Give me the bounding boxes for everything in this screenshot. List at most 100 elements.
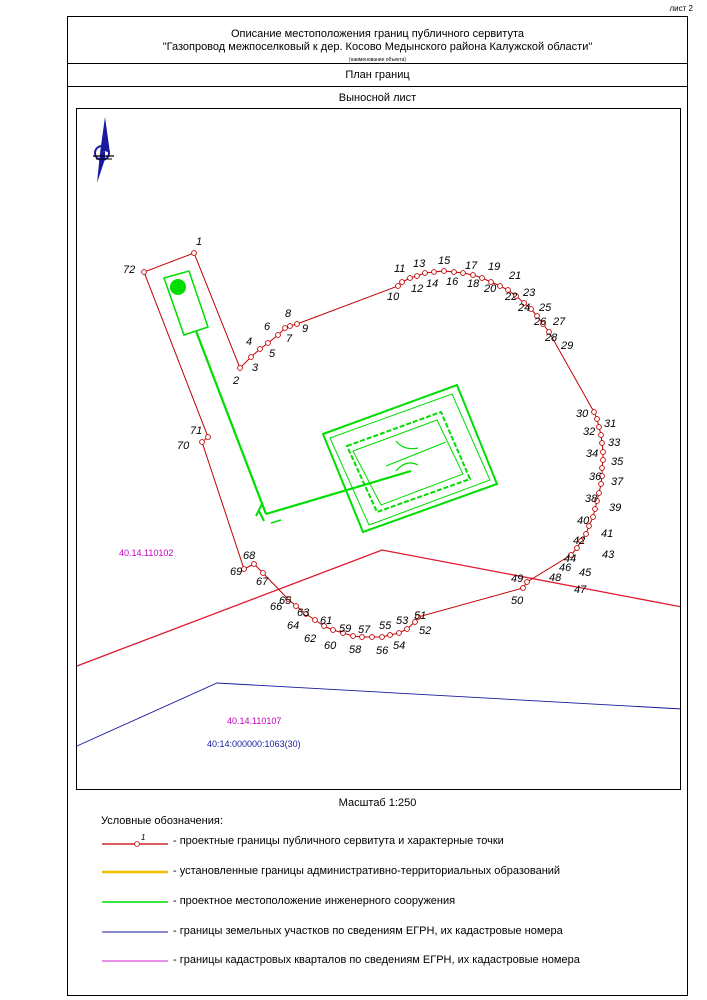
- point-label: 29: [560, 340, 573, 352]
- header-divider: [67, 63, 688, 64]
- point-label: 40: [577, 515, 590, 527]
- characteristic-point: [303, 611, 309, 617]
- point-label: 45: [579, 567, 592, 579]
- point-label: 11: [394, 263, 405, 275]
- legend-item-parcels: - границы земельных участков по сведения…: [100, 924, 660, 940]
- engineering-line-icon: [102, 901, 168, 903]
- characteristic-point: [479, 275, 485, 281]
- characteristic-point: [594, 416, 600, 422]
- point-label: 69: [230, 566, 242, 578]
- characteristic-point: [524, 579, 530, 585]
- legend-text-engineering: - проектное местоположение инженерного с…: [173, 895, 456, 907]
- point-label: 57: [358, 624, 371, 636]
- characteristic-point: [600, 457, 606, 463]
- characteristic-point: [340, 630, 346, 636]
- map-scale: Масштаб 1:250: [338, 797, 417, 809]
- legend-text-quarters: - границы кадастровых кварталов по сведе…: [173, 954, 580, 966]
- characteristic-point: [379, 634, 385, 640]
- characteristic-point: [330, 627, 336, 633]
- point-label: 26: [533, 316, 547, 328]
- characteristic-point: [520, 585, 526, 591]
- point-label: 27: [552, 316, 566, 328]
- point-label: 18: [467, 278, 480, 290]
- characteristic-point: [497, 283, 503, 289]
- characteristic-point: [260, 570, 266, 576]
- characteristic-point: [237, 365, 243, 371]
- point-label: 51: [414, 610, 426, 622]
- characteristic-point: [404, 626, 410, 632]
- characteristic-point: [285, 596, 291, 602]
- parcel-line-icon: [102, 931, 168, 933]
- characteristic-point: [540, 321, 546, 327]
- characteristic-point: [568, 552, 574, 558]
- point-label: 14: [426, 278, 438, 290]
- point-label: 21: [508, 270, 521, 282]
- parcel-label: 40:14:000000:1063(30): [207, 739, 301, 749]
- point-label: 63: [297, 607, 310, 619]
- characteristic-point: [591, 409, 597, 415]
- characteristic-point: [598, 432, 604, 438]
- characteristic-point: [395, 283, 401, 289]
- characteristic-points: [141, 250, 606, 640]
- characteristic-point: [600, 449, 606, 455]
- page-frame: [67, 16, 688, 996]
- point-label: 59: [339, 623, 351, 635]
- point-label: 16: [446, 276, 459, 288]
- characteristic-point: [460, 270, 466, 276]
- characteristic-point: [369, 634, 375, 640]
- characteristic-point: [546, 329, 552, 335]
- point-label: 4: [246, 336, 252, 348]
- point-label: 19: [488, 261, 500, 273]
- characteristic-point: [521, 300, 527, 306]
- point-label: 62: [304, 633, 316, 645]
- point-label: 42: [573, 535, 585, 547]
- point-label: 23: [522, 287, 536, 299]
- point-label: 41: [601, 528, 613, 540]
- characteristic-point: [441, 268, 447, 274]
- point-label: 37: [611, 476, 624, 488]
- point-label: 7: [286, 333, 293, 345]
- point-label: 28: [544, 332, 558, 344]
- point-label: 8: [285, 308, 292, 320]
- characteristic-point: [488, 279, 494, 285]
- legend-text-admin: - установленные границы административно-…: [173, 865, 561, 877]
- point-label: 5: [269, 348, 276, 360]
- point-label: 38: [585, 493, 598, 505]
- point-label: 36: [589, 471, 602, 483]
- point-label: 56: [376, 645, 389, 657]
- point-label: 65: [279, 595, 292, 607]
- quarter-label-110102: 40.14.110102: [119, 548, 173, 558]
- characteristic-point: [583, 531, 589, 537]
- point-label: 35: [611, 456, 624, 468]
- legend-text-servitude: - проектные границы публичного сервитута…: [173, 835, 504, 847]
- point-label: 68: [243, 550, 256, 562]
- characteristic-point: [396, 630, 402, 636]
- characteristic-point: [596, 490, 602, 496]
- legend-title: Условные обозначения:: [101, 815, 223, 827]
- point-label: 10: [387, 291, 400, 303]
- point-label: 66: [270, 601, 283, 613]
- characteristic-point: [399, 279, 405, 285]
- characteristic-point: [248, 354, 254, 360]
- point-label: 61: [320, 615, 332, 627]
- point-label: 32: [583, 426, 595, 438]
- characteristic-point: [590, 514, 596, 520]
- point-label: 70: [177, 440, 190, 452]
- characteristic-point: [415, 614, 421, 620]
- characteristic-point: [528, 306, 534, 312]
- servitude-line-icon: 1: [102, 834, 168, 847]
- legend-point-label: 1: [141, 834, 145, 842]
- point-label: 15: [438, 255, 451, 267]
- point-label: 17: [465, 260, 478, 272]
- point-label: 46: [559, 562, 572, 574]
- characteristic-point: [594, 498, 600, 504]
- characteristic-point: [586, 523, 592, 529]
- point-label: 72: [123, 264, 135, 276]
- characteristic-point: [470, 272, 476, 278]
- point-label: 55: [379, 620, 392, 632]
- point-label: 31: [604, 418, 616, 430]
- point-label: 30: [576, 408, 589, 420]
- point-label: 9: [302, 323, 308, 335]
- point-label: 22: [504, 291, 517, 303]
- point-label: 49: [511, 573, 523, 585]
